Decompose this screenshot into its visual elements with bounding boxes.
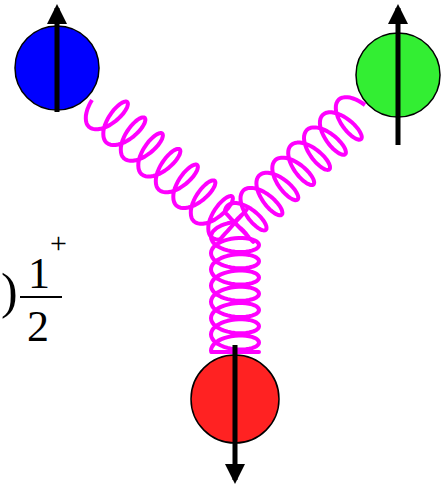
gluon-springs (86, 97, 365, 352)
fraction-denominator: 2 (27, 305, 49, 349)
spin-arrow (396, 8, 401, 145)
fraction-numerator: 1 (28, 252, 50, 296)
gluon-spring (211, 222, 259, 352)
parity-sign: + (50, 228, 67, 258)
gluon-spring (86, 100, 247, 240)
gluon-spring (225, 97, 365, 242)
spin-arrow (55, 8, 60, 112)
fraction-bar (20, 296, 62, 298)
bracket-symbol: ) (1, 266, 18, 316)
spin-arrow (233, 345, 238, 480)
